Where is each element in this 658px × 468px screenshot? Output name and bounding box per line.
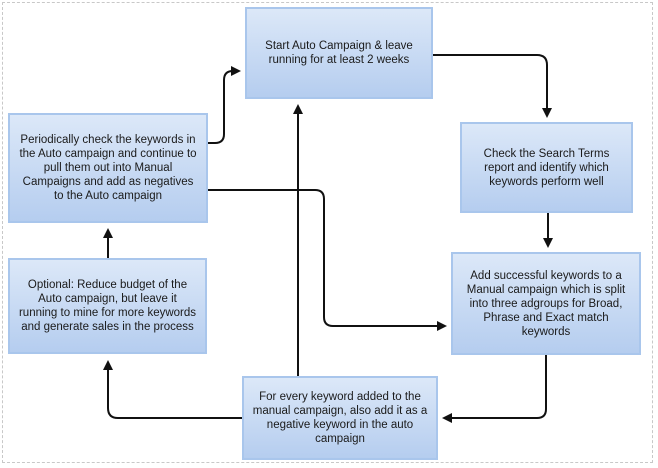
step-check-search-terms-text: Check the Search Terms report and identi… (483, 147, 610, 188)
step-periodically-check: Periodically check the keywords in the A… (8, 113, 208, 223)
step-check-search-terms: Check the Search Terms report and identi… (460, 122, 633, 213)
diagram-frame (2, 2, 653, 463)
arrow-periodic-to-add (208, 189, 447, 331)
step-optional-reduce-budget-text: Optional: Reduce budget of the Auto camp… (18, 279, 197, 333)
step-add-negative-keyword-text: For every keyword added to the manual ca… (252, 391, 428, 445)
step-optional-reduce-budget: Optional: Reduce budget of the Auto camp… (8, 258, 207, 354)
arrow-every-to-reduce (103, 360, 242, 419)
arrow-add-to-every (442, 355, 547, 423)
step-add-negative-keyword: For every keyword added to the manual ca… (242, 376, 438, 460)
step-add-successful-keywords: Add successful keywords to a Manual camp… (451, 252, 641, 355)
step-periodically-check-text: Periodically check the keywords in the A… (19, 134, 197, 202)
step-start-auto-campaign-text: Start Auto Campaign & leave running for … (265, 40, 413, 66)
arrow-start-to-check (433, 54, 552, 118)
step-start-auto-campaign: Start Auto Campaign & leave running for … (245, 7, 433, 99)
step-add-successful-keywords-text: Add successful keywords to a Manual camp… (466, 269, 626, 338)
arrow-periodic-to-start (208, 66, 241, 144)
